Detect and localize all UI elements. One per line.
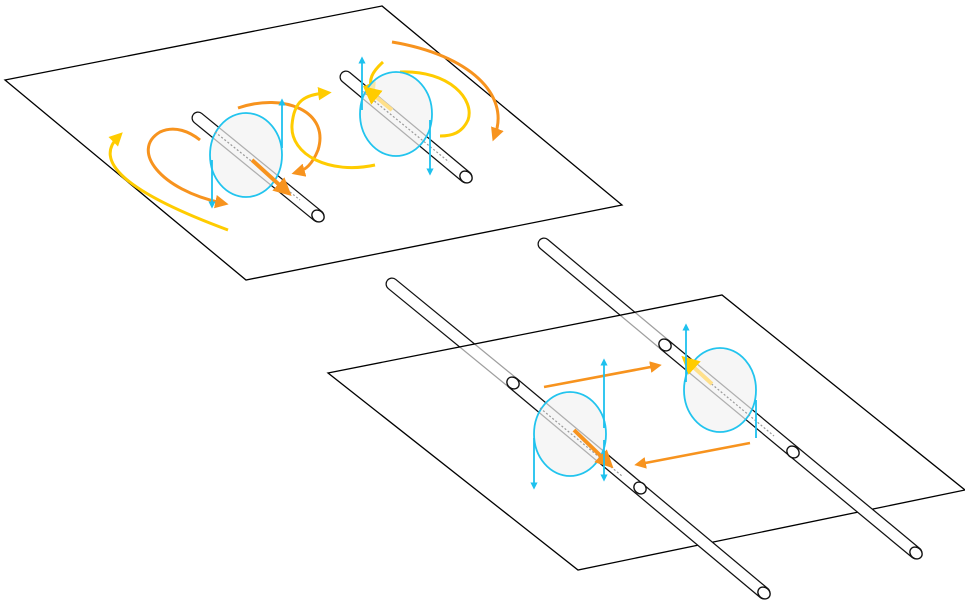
top-left-inner-field-loop-icon	[146, 127, 229, 209]
bottom-upper-force-arrow-icon	[543, 361, 662, 389]
bottom-lower-force-arrow-icon	[634, 441, 751, 469]
top-left-outer-field-loop-icon	[108, 132, 229, 232]
bottom-right-axis-arrows-icon	[682, 323, 757, 438]
top-left-cross-section-circle	[209, 112, 283, 198]
top-right-inner-field-loop-icon	[399, 70, 471, 138]
bottom-left-current-arrow-icon	[572, 428, 614, 469]
top-right-outer-field-loop-icon	[391, 40, 504, 142]
bottom-right-current-arrow-icon	[681, 355, 714, 386]
top-right-axis-arrows-icon	[358, 56, 434, 176]
top-center-yellow-loop-icon	[290, 86, 376, 170]
bottom-right-cross-section-circle	[683, 347, 757, 433]
top-right-current-arrow-icon	[363, 86, 394, 112]
top-left-inner-field-loop-2-icon	[237, 100, 322, 177]
top-plane	[3, 5, 624, 281]
top-left-current-arrow-icon	[250, 158, 292, 197]
bottom-left-cross-section-circle	[533, 391, 607, 477]
bottom-plane	[326, 294, 965, 571]
top-left-axis-arrows-icon	[208, 98, 286, 209]
bottom-panel	[326, 237, 965, 600]
bottom-left-axis-arrows-icon	[530, 358, 608, 490]
top-panel	[3, 5, 624, 281]
top-right-cross-section-circle	[359, 71, 433, 157]
